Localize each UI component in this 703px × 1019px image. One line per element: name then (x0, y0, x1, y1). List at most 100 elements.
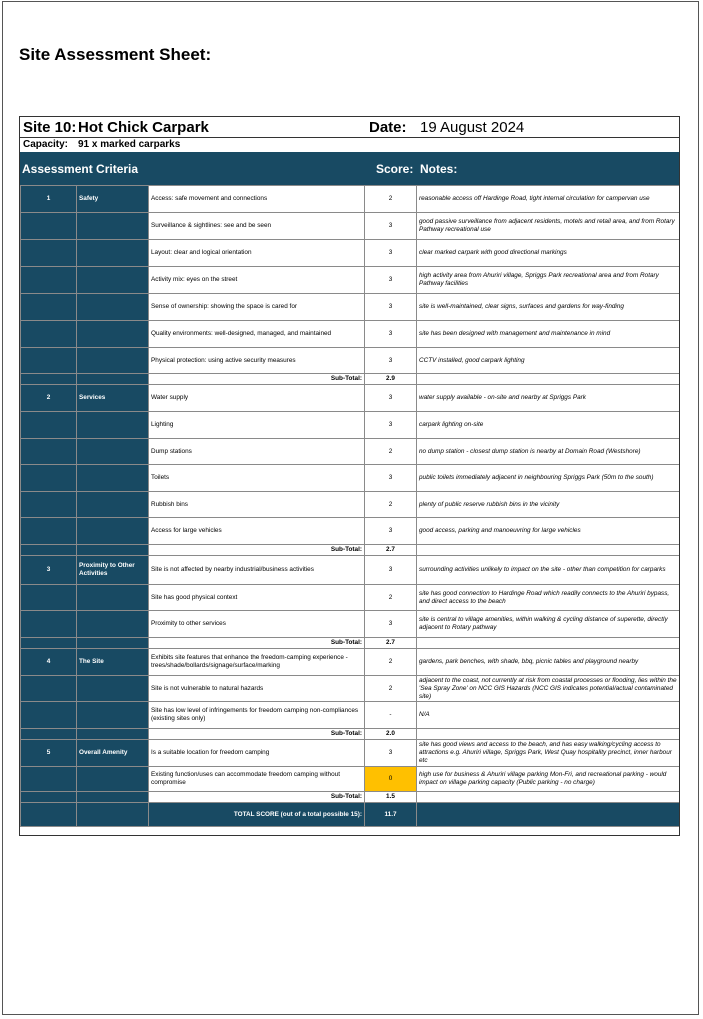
criterion-cell: Water supply (148, 384, 365, 412)
section-number: 2 (20, 384, 77, 412)
criterion-cell: Access for large vehicles (148, 517, 365, 545)
criterion-cell: Dump stations (148, 438, 365, 465)
score-cell: 2 (364, 438, 417, 465)
score-cell: 3 (364, 212, 417, 240)
score-cell: 2 (364, 675, 417, 702)
total-label: TOTAL SCORE (out of a total possible 15)… (148, 802, 365, 827)
criterion-cell: Toilets (148, 464, 365, 492)
subtotal-label: Sub-Total: (148, 728, 365, 740)
section-name: Proximity to Other Activities (76, 555, 149, 585)
criterion-cell: Sense of ownership: showing the space is… (148, 293, 365, 321)
section-number (20, 610, 77, 638)
section-number: 1 (20, 185, 77, 213)
section-number (20, 766, 77, 792)
note-cell: site has been designed with management a… (416, 320, 679, 348)
subtotal-score: 2.0 (364, 728, 417, 740)
score-cell: 2 (364, 648, 417, 676)
score-cell: 2 (364, 584, 417, 611)
section-number (20, 464, 77, 492)
section-number (20, 239, 77, 267)
score-cell: 3 (364, 610, 417, 638)
date-label: Date: (369, 119, 407, 136)
section-name (76, 701, 149, 729)
section-name (76, 212, 149, 240)
section-name (76, 411, 149, 439)
note-cell: good passive surveillance from adjacent … (416, 212, 679, 240)
subtotal-row: Sub-Total:2.9 (20, 373, 679, 385)
section-name (76, 320, 149, 348)
notes-column-header: Notes: (420, 162, 458, 176)
note-cell: adjacent to the coast, not currently at … (416, 675, 679, 702)
note-cell: site has good connection to Hardinge Roa… (416, 584, 679, 611)
section-name (76, 675, 149, 702)
section-name (76, 347, 149, 374)
table-row: Physical protection: using active securi… (20, 347, 679, 374)
section-number (20, 266, 77, 294)
subtotal-row: Sub-Total:2.7 (20, 544, 679, 556)
subtotal-label: Sub-Total: (148, 373, 365, 385)
criterion-cell: Layout: clear and logical orientation (148, 239, 365, 267)
score-cell: 3 (364, 293, 417, 321)
section-name (76, 464, 149, 492)
note-cell: good access, parking and manoeuvring for… (416, 517, 679, 545)
table-row: Existing function/uses can accommodate f… (20, 766, 679, 792)
score-column-header: Score: (376, 162, 414, 176)
score-cell: 3 (364, 320, 417, 348)
site-label: Site 10: (23, 119, 77, 136)
note-cell: clear marked carpark with good direction… (416, 239, 679, 267)
table-row: Surveillance & sightlines: see and be se… (20, 212, 679, 240)
section-name (76, 766, 149, 792)
score-cell: 3 (364, 517, 417, 545)
section-number (20, 411, 77, 439)
assessment-sheet: Site 10: Hot Chick Carpark Date: 19 Augu… (19, 116, 680, 836)
subtotal-score: 2.7 (364, 544, 417, 556)
criterion-cell: Lighting (148, 411, 365, 439)
criterion-cell: Site has good physical context (148, 584, 365, 611)
note-cell: CCTV installed, good carpark lighting (416, 347, 679, 374)
score-cell: 2 (364, 185, 417, 213)
table-row: Site has low level of infringements for … (20, 701, 679, 729)
criterion-cell: Physical protection: using active securi… (148, 347, 365, 374)
table-row: Quality environments: well-designed, man… (20, 320, 679, 348)
score-cell: 3 (364, 239, 417, 267)
criterion-cell: Quality environments: well-designed, man… (148, 320, 365, 348)
section-number (20, 517, 77, 545)
score-cell: 3 (364, 464, 417, 492)
capacity-label: Capacity: (23, 139, 69, 150)
score-cell: - (364, 701, 417, 729)
section-number (20, 701, 77, 729)
subtotal-score: 2.9 (364, 373, 417, 385)
section-number (20, 491, 77, 518)
section-name (76, 266, 149, 294)
section-name: Services (76, 384, 149, 412)
score-cell: 3 (364, 347, 417, 374)
subtotal-label: Sub-Total: (148, 544, 365, 556)
section-number: 4 (20, 648, 77, 676)
score-cell: 3 (364, 739, 417, 767)
section-name (76, 491, 149, 518)
criterion-cell: Exhibits site features that enhance the … (148, 648, 365, 676)
section-name (76, 293, 149, 321)
criterion-cell: Site is not vulnerable to natural hazard… (148, 675, 365, 702)
capacity-row: Capacity: 91 x marked carparks (20, 137, 679, 152)
criterion-cell: Rubbish bins (148, 491, 365, 518)
criterion-cell: Site is not affected by nearby industria… (148, 555, 365, 585)
subtotal-label: Sub-Total: (148, 791, 365, 803)
section-number (20, 293, 77, 321)
note-cell: high use for business & Ahuriri village … (416, 766, 679, 792)
table-header: Assessment Criteria Score: Notes: (20, 152, 679, 185)
page-title: Site Assessment Sheet: (19, 45, 212, 64)
note-cell: site is central to village amenities, wi… (416, 610, 679, 638)
section-number: 5 (20, 739, 77, 767)
note-cell: N/A (416, 701, 679, 729)
